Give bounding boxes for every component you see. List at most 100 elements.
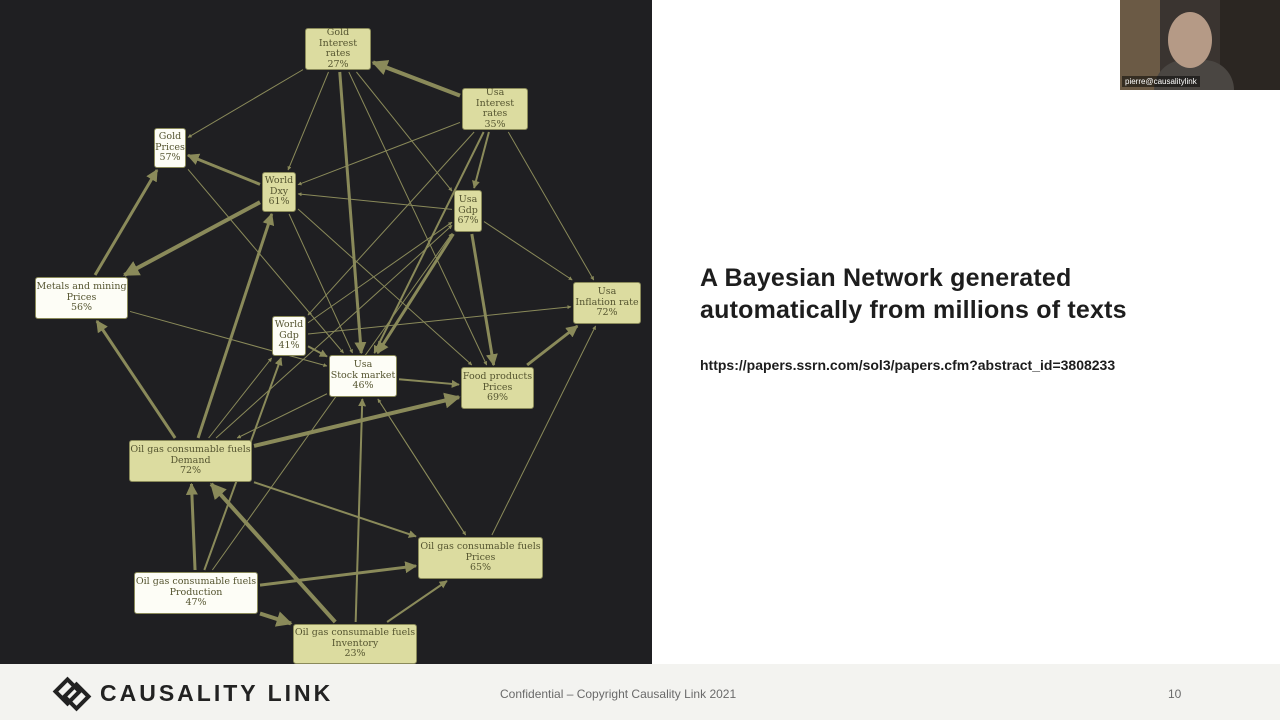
edge-usa_ir-to-gold_ir <box>371 60 461 98</box>
edge-oil_prices-to-usa_infl <box>491 325 597 536</box>
node-label: Metals and mining <box>36 281 127 293</box>
edge-oil_prices-to-usa_stock <box>377 398 467 536</box>
slide-title: A Bayesian Network generated automatical… <box>700 262 1127 326</box>
node-probability: 56% <box>70 302 93 314</box>
page-number: 10 <box>1168 687 1182 701</box>
edge-world_gdp-to-usa_stock <box>307 345 328 358</box>
node-label: Oil gas consumable fuels <box>420 541 541 553</box>
node-label: Stock market <box>330 369 396 381</box>
edge-oil_inv-to-oil_demand <box>209 482 337 624</box>
edge-world_dxy-to-food <box>297 208 473 366</box>
edge-usa_gdp-to-food <box>470 233 498 367</box>
node-probability: 46% <box>352 380 374 392</box>
edge-gold_ir-to-food <box>348 71 488 366</box>
node-label: Prices <box>465 551 496 563</box>
node-probability: 47% <box>185 597 207 609</box>
network-edges <box>93 60 597 627</box>
node-label: World <box>264 175 294 187</box>
person-head <box>1168 12 1212 68</box>
node-probability: 72% <box>596 307 618 319</box>
causality-link-logo-icon <box>52 676 92 712</box>
node-probability: 61% <box>268 196 290 208</box>
node-label: Usa <box>597 286 617 298</box>
node-label: Prices <box>66 291 97 303</box>
edge-oil_demand-to-oil_prices <box>253 481 417 538</box>
node-label: Inflation rate <box>575 296 639 308</box>
node-label: Usa <box>485 87 505 98</box>
edge-oil_demand-to-world_dxy <box>196 212 275 439</box>
node-label: Interest rates <box>475 97 515 119</box>
node-probability: 69% <box>486 392 509 404</box>
node-probability: 67% <box>457 215 479 227</box>
edge-usa_ir-to-usa_infl <box>507 131 595 281</box>
confidential-notice: Confidential – Copyright Causality Link … <box>500 687 737 701</box>
edge-world_dxy-to-gold_prices <box>186 153 261 186</box>
logo-text: CAUSALITY LINK <box>100 680 334 706</box>
edge-food-to-usa_infl <box>526 324 579 367</box>
node-label: Gdp <box>279 329 299 341</box>
slide-title-line2: automatically from millions of texts <box>700 296 1127 324</box>
node-probability: 41% <box>278 340 300 352</box>
node-probability: 72% <box>179 465 202 477</box>
edge-usa_ir-to-world_gdp <box>307 131 475 316</box>
node-label: Gold <box>326 27 350 38</box>
edge-usa_stock-to-food <box>398 378 460 388</box>
edge-usa_stock-to-oil_demand <box>236 393 328 439</box>
node-probability: 35% <box>484 118 506 130</box>
node-probability: 27% <box>327 58 349 70</box>
edge-usa_gdp-to-usa_stock <box>376 233 455 355</box>
edge-usa_ir-to-usa_gdp <box>472 131 490 189</box>
node-label: Prices <box>155 141 185 153</box>
edge-metals-to-usa_stock <box>129 310 328 367</box>
node-label: Inventory <box>331 637 379 649</box>
edge-oil_demand-to-world_gdp <box>208 357 273 439</box>
node-label: Production <box>169 586 223 598</box>
node-label: Usa <box>458 194 478 206</box>
node-label: Gdp <box>458 204 478 216</box>
node-label: World <box>274 319 304 331</box>
edge-oil_demand-to-usa_gdp <box>215 225 453 439</box>
slide-title-line1: A Bayesian Network generated <box>700 264 1072 292</box>
edge-oil_demand-to-food <box>253 392 461 448</box>
webcam-background <box>1120 0 1160 90</box>
edge-gold_ir-to-gold_prices <box>187 69 304 138</box>
edge-oil_inv-to-usa_stock <box>354 398 367 623</box>
node-label: Gold <box>158 131 182 143</box>
edge-gold_ir-to-world_dxy <box>287 71 329 171</box>
edge-gold_prices-to-usa_stock <box>187 168 344 354</box>
paper-link[interactable]: https://papers.ssrn.com/sol3/papers.cfm?… <box>700 357 1116 373</box>
edge-metals-to-gold_prices <box>93 168 159 276</box>
edge-gold_ir-to-usa_gdp <box>356 71 453 192</box>
edge-world_gdp-to-usa_infl <box>307 305 572 335</box>
node-label: Oil gas consumable fuels <box>130 444 251 456</box>
edge-oil_prod-to-oil_demand <box>185 482 198 571</box>
node-label: Usa <box>353 359 373 371</box>
webcam-name-label: pierre@causalitylink <box>1122 76 1200 87</box>
node-label: Dxy <box>269 185 289 197</box>
edge-usa_gdp-to-world_dxy <box>297 192 453 210</box>
edge-oil_prod-to-usa_gdp <box>211 233 453 571</box>
node-label: Food products <box>462 371 533 383</box>
edge-world_dxy-to-usa_stock <box>288 213 353 354</box>
slide-footer <box>0 664 1280 720</box>
node-probability: 65% <box>469 562 492 574</box>
edge-oil_inv-to-oil_prices <box>386 580 448 623</box>
node-probability: 23% <box>344 648 366 660</box>
node-label: Prices <box>482 381 513 393</box>
node-label: Oil gas consumable fuels <box>135 576 257 588</box>
edge-world_dxy-to-metals <box>122 200 261 277</box>
